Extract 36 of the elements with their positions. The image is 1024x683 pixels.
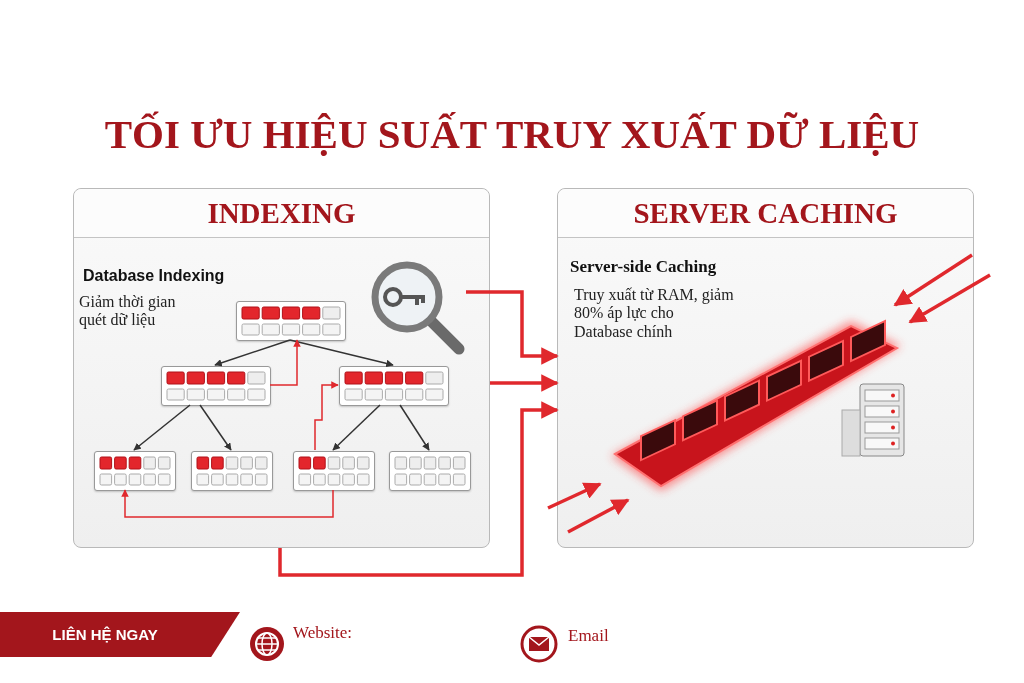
arrow: [332, 404, 381, 451]
glowing-arrow: [893, 253, 973, 307]
glowing-arrow: [490, 374, 559, 392]
index-node: [339, 366, 449, 406]
panel: [73, 188, 490, 548]
arrow: [269, 339, 301, 386]
page-title: TỐI ƯU HIỆU SUẤT TRUY XUẤT DỮ LIỆU: [103, 110, 921, 158]
index-node: [236, 301, 346, 341]
index-node: [293, 451, 375, 491]
website-label: Website:: [293, 623, 353, 643]
glowing-arrow: [466, 290, 559, 365]
email-label: Email: [568, 626, 609, 646]
arrow: [314, 381, 339, 451]
glowing-arrow: [908, 273, 991, 324]
arrow: [399, 404, 430, 451]
contact-banner: LIÊN HỆ NGAY: [0, 612, 240, 657]
panel-title: SERVER CACHING: [633, 196, 898, 230]
index-node: [94, 451, 176, 491]
arrow: [199, 404, 232, 451]
arrow: [289, 339, 394, 368]
index-node: [191, 451, 273, 491]
description-text: Truy xuất từ RAM, giảm 80% áp lực cho Database chính: [574, 286, 734, 342]
index-node: [389, 451, 471, 491]
section-heading: Server-side Caching: [570, 257, 717, 277]
arrow: [121, 489, 334, 518]
panel: [557, 188, 974, 548]
glowing-arrow: [567, 498, 630, 534]
panel-title: INDEXING: [207, 196, 356, 230]
description-text: Giảm thời gian quét dữ liệu: [79, 293, 177, 330]
arrow: [214, 339, 291, 367]
glowing-arrow: [278, 401, 559, 577]
glowing-arrow: [547, 482, 602, 510]
arrow: [133, 404, 191, 451]
section-heading: Database Indexing: [83, 267, 225, 285]
index-node: [161, 366, 271, 406]
magnifier-key-icon: [369, 259, 467, 357]
